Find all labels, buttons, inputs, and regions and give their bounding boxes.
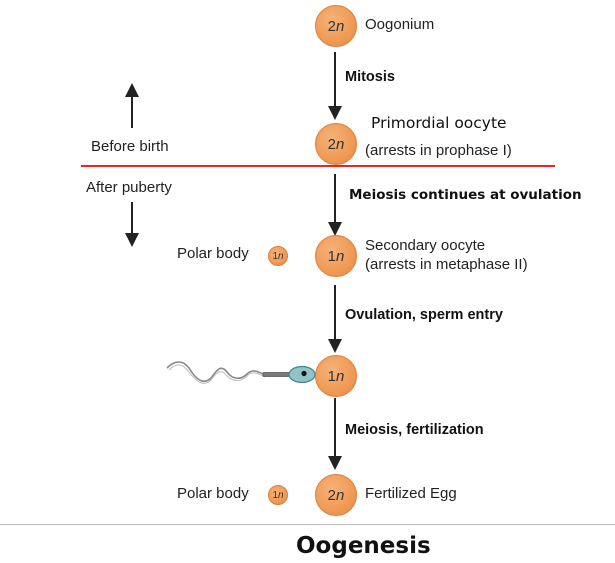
birth-divider-line: [81, 165, 555, 167]
sperm-midpiece: [262, 372, 292, 377]
timeline-down-arrow-shaft: [131, 202, 133, 234]
ploidy-letter: n: [336, 135, 345, 153]
ovulation-arrow-head: [328, 339, 342, 353]
primordial-oocyte-note: (arrests in prophase I): [365, 142, 512, 159]
figure-caption: Oogenesis: [296, 533, 431, 559]
mitosis-step-label: Mitosis: [345, 69, 395, 85]
ploidy-number: 1: [272, 489, 278, 501]
meiosis-continues-step-label: Meiosis continues at ovulation: [349, 187, 582, 203]
ploidy-number: 1: [327, 247, 336, 265]
ploidy-letter: n: [336, 17, 345, 35]
oogonium-label: Oogonium: [365, 16, 435, 33]
ovulation-step-label: Ovulation, sperm entry: [345, 307, 503, 323]
before-birth-label: Before birth: [91, 138, 169, 155]
ploidy-number: 1: [327, 367, 336, 385]
polar-body-label-1: Polar body: [177, 245, 249, 262]
caption-separator: [0, 524, 615, 525]
meiosis-fertilization-step-label: Meiosis, fertilization: [345, 422, 484, 438]
sperm-tail: [166, 361, 266, 383]
after-puberty-label: After puberty: [86, 179, 172, 196]
ploidy-number: 2: [327, 17, 336, 35]
meiosis-fertilization-arrow-head: [328, 456, 342, 470]
sperm-illustration: [166, 361, 316, 384]
secondary-oocyte-label: Secondary oocyte: [365, 237, 486, 254]
fertilized-egg-label: Fertilized Egg: [365, 485, 457, 502]
timeline-down-arrow-head: [125, 233, 139, 247]
ploidy-number: 1: [272, 250, 278, 262]
ploidy-number: 2: [327, 135, 336, 153]
meiosis-continues-arrow-shaft: [334, 174, 336, 224]
ploidy-number: 2: [327, 486, 336, 504]
timeline-up-arrow-shaft: [131, 96, 133, 128]
mitosis-arrow-shaft: [334, 52, 336, 108]
mitosis-arrow-head: [328, 106, 342, 120]
meiosis-fertilization-arrow-shaft: [334, 398, 336, 458]
polar-body-label-2: Polar body: [177, 485, 249, 502]
meiosis-continues-arrow-head: [328, 222, 342, 236]
ploidy-letter: n: [278, 489, 284, 501]
timeline-up-arrow-head: [125, 83, 139, 97]
ploidy-letter: n: [336, 486, 345, 504]
primordial-oocyte-label: Primordial oocyte: [371, 114, 507, 132]
ploidy-letter: n: [336, 367, 345, 385]
ovulation-arrow-shaft: [334, 285, 336, 341]
secondary-oocyte-note: (arrests in metaphase II): [365, 256, 528, 273]
ploidy-letter: n: [336, 247, 345, 265]
ploidy-letter: n: [278, 250, 284, 262]
